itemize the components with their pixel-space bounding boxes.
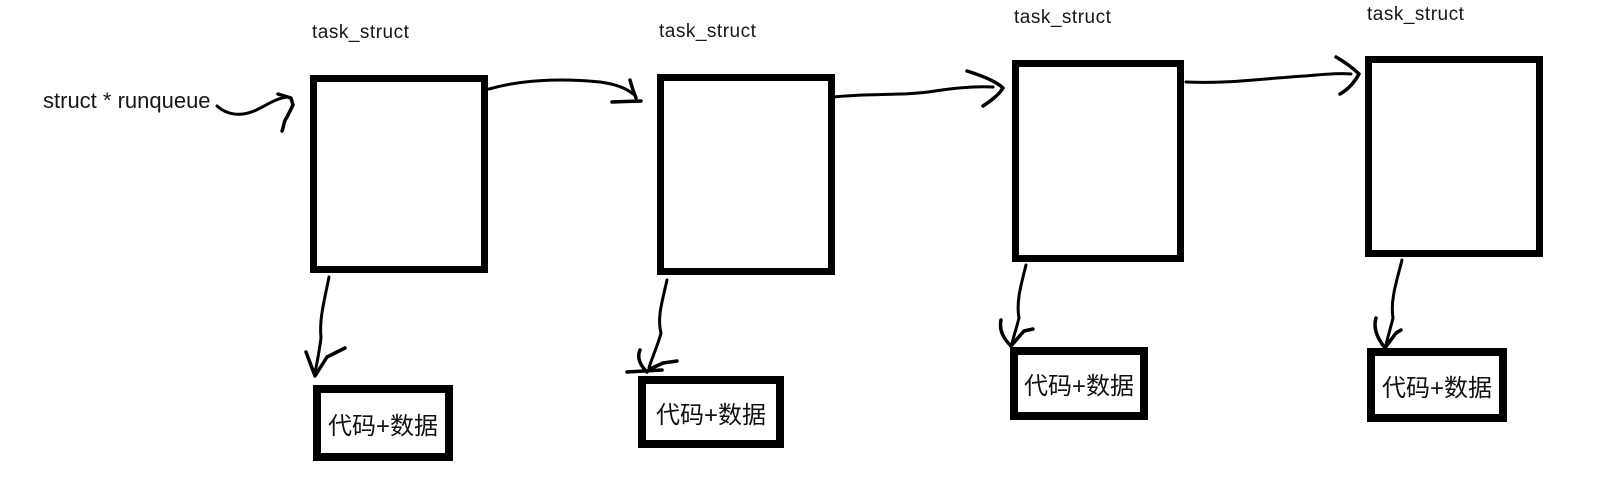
task-struct-box-4 (1365, 56, 1543, 257)
task-struct-box-3 (1012, 60, 1184, 262)
code-data-box-3: 代码+数据 (1010, 347, 1148, 420)
code-data-label-2: 代码+数据 (655, 401, 766, 429)
task-struct-box-2 (657, 74, 835, 275)
task-struct-box-1 (310, 75, 488, 273)
task-struct-label-4: task_struct (1367, 4, 1465, 25)
code-data-box-2: 代码+数据 (638, 376, 784, 448)
arrow-node3-to-payload3 (998, 263, 1035, 348)
code-data-label-4: 代码+数据 (1381, 374, 1492, 402)
runqueue-pointer-label: struct * runqueue (43, 88, 211, 113)
arrow-node3-to-node4 (1184, 55, 1361, 96)
arrow-runqueue-to-node1 (215, 92, 295, 133)
arrow-node2-to-payload2 (625, 278, 679, 374)
arrow-node1-to-payload1 (304, 275, 347, 378)
task-struct-label-1: task_struct (312, 22, 410, 43)
arrow-node1-to-node2 (487, 78, 643, 104)
code-data-box-4: 代码+数据 (1367, 348, 1507, 422)
arrow-node4-to-payload4 (1373, 258, 1404, 350)
code-data-label-3: 代码+数据 (1023, 373, 1134, 400)
code-data-label-1: 代码+数据 (327, 412, 438, 440)
task-struct-label-3: task_struct (1014, 7, 1112, 28)
task-struct-label-2: task_struct (659, 21, 757, 42)
code-data-box-1: 代码+数据 (313, 385, 453, 461)
arrow-node2-to-node3 (831, 69, 1005, 108)
